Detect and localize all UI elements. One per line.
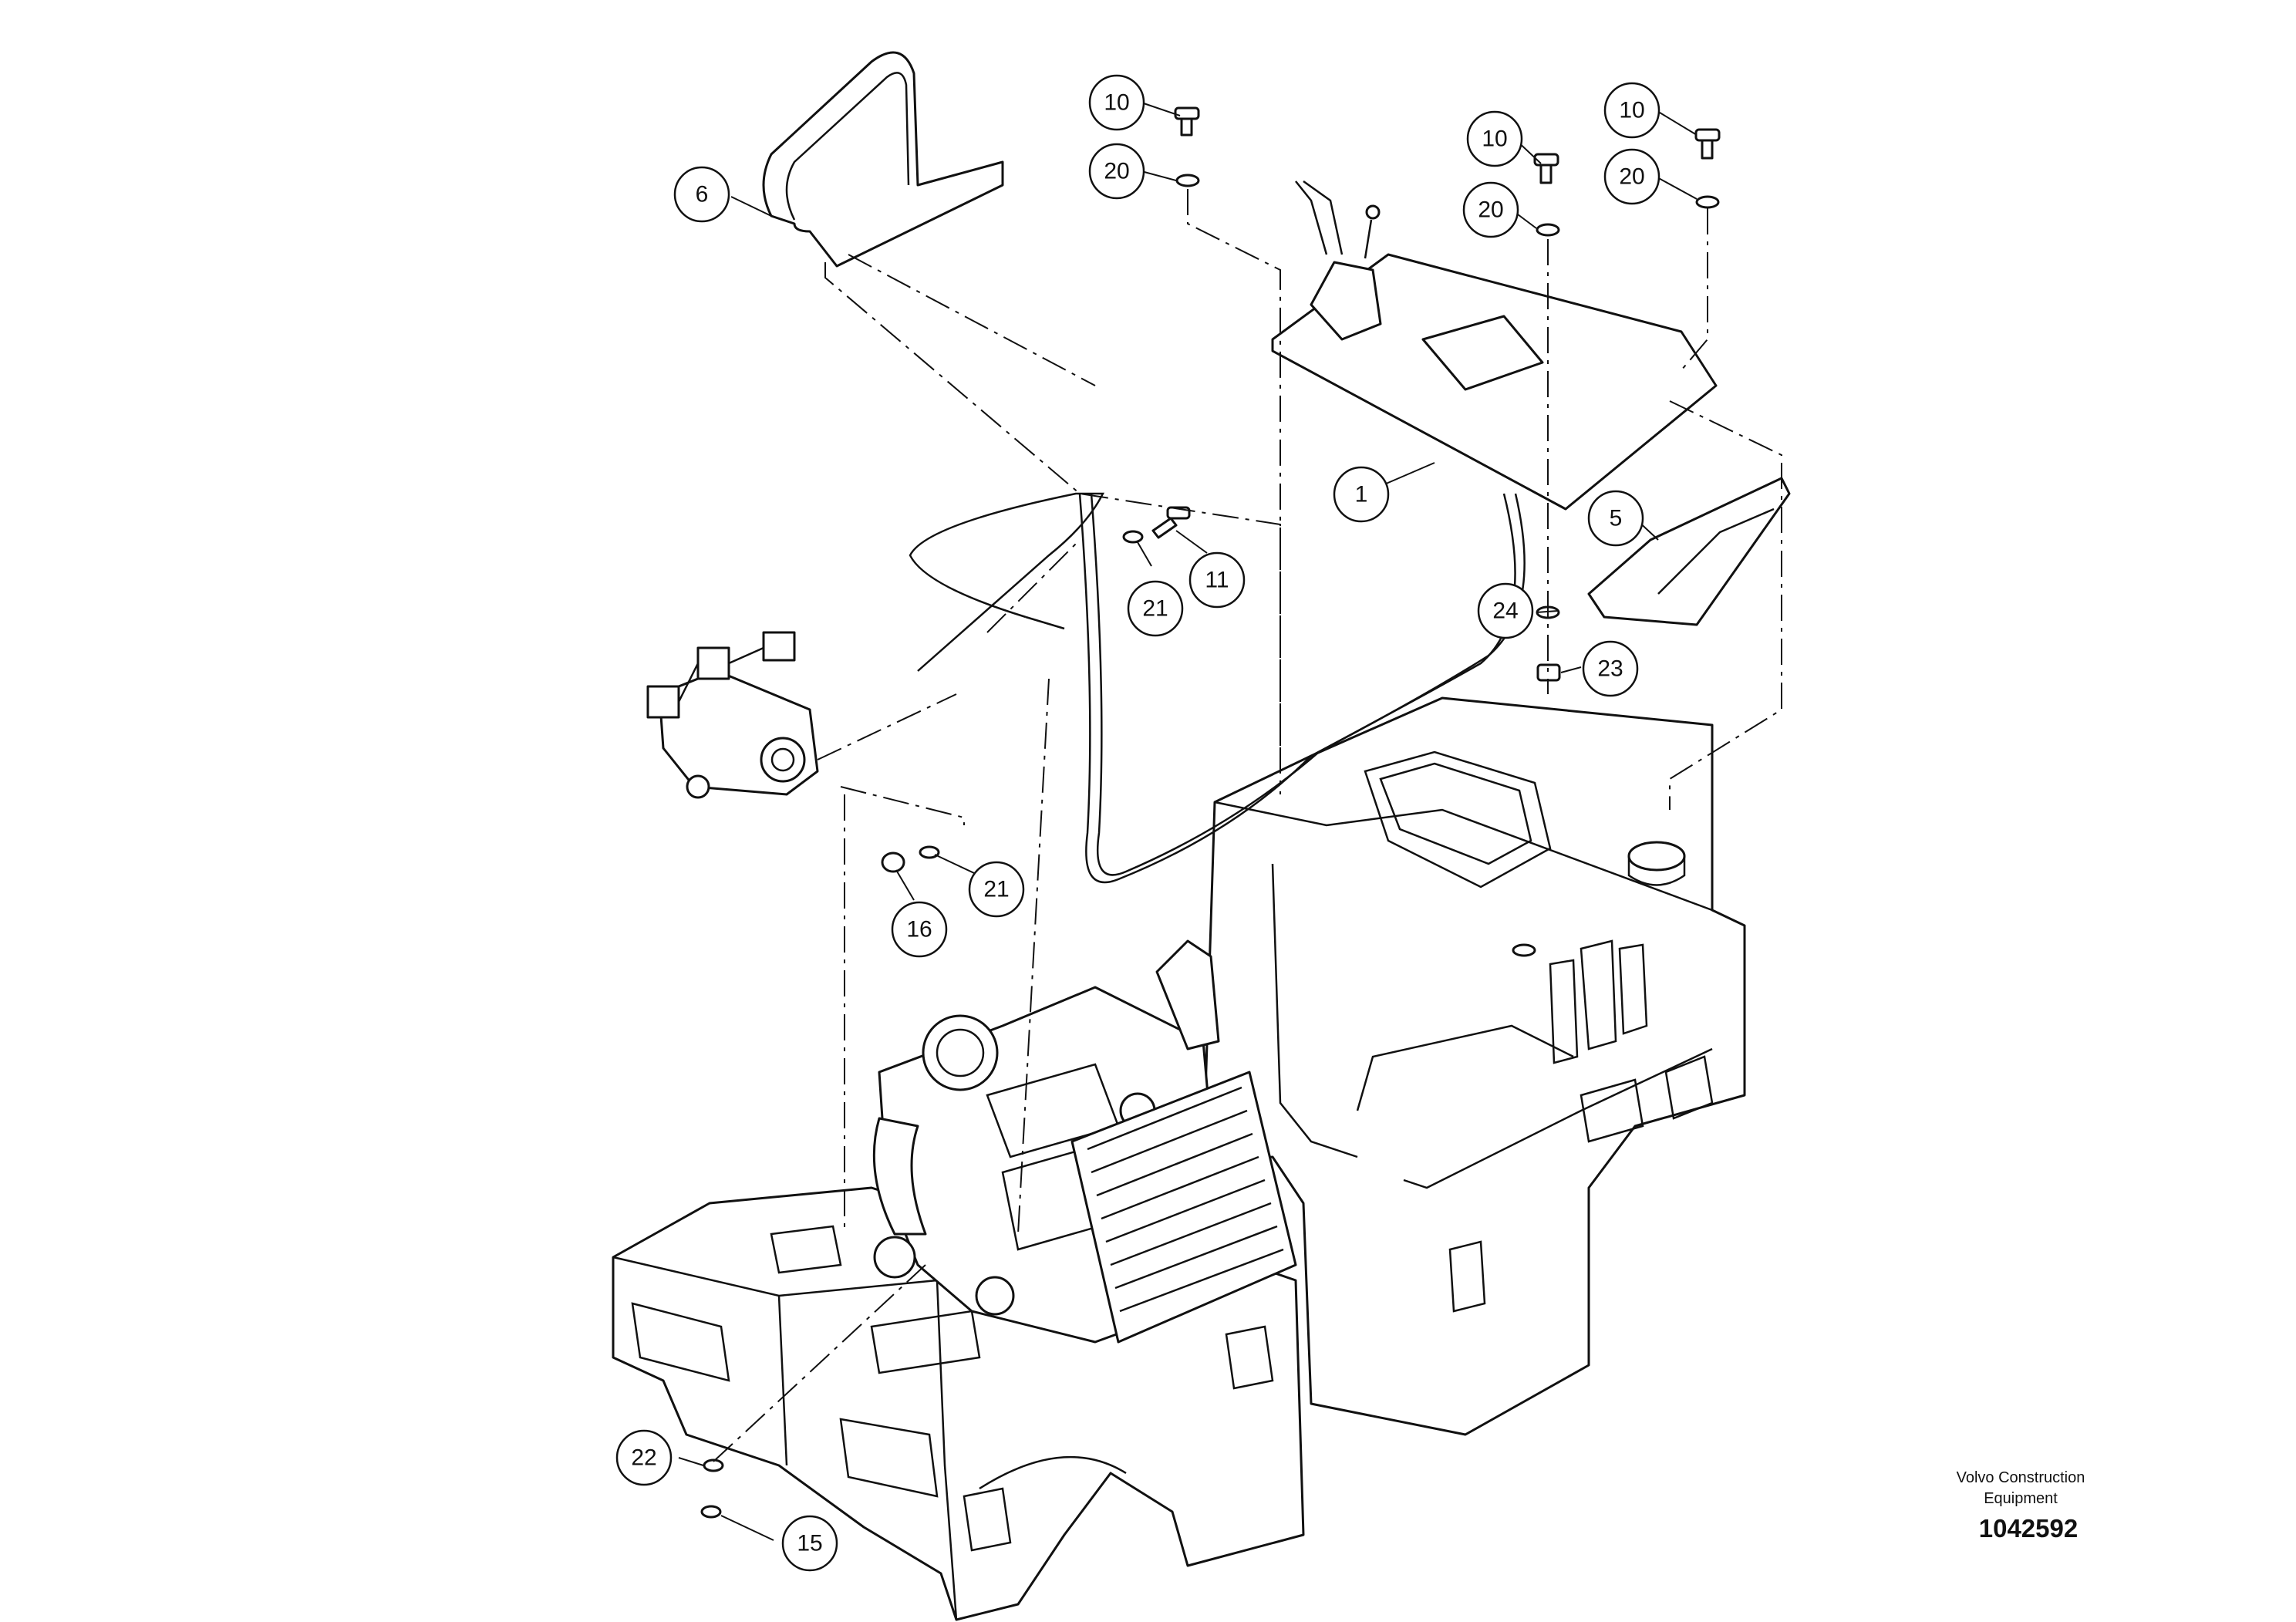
callout-20-left-label: 20	[1104, 159, 1129, 184]
callout-balloons: 6 1 5 10 20 10 20 10 20 11 21 24 23 21 1…	[615, 74, 1660, 1572]
callout-20-middle: 20	[1462, 181, 1519, 238]
radiator	[1070, 1071, 1297, 1344]
handle-part-5	[1587, 477, 1791, 626]
callout-6-label: 6	[696, 182, 709, 207]
handle-part-6	[762, 51, 1004, 268]
callout-10-middle: 10	[1466, 110, 1523, 167]
callout-23: 23	[1582, 640, 1639, 697]
callout-15: 15	[781, 1515, 838, 1572]
callout-1: 1	[1333, 466, 1390, 523]
callout-11-label: 11	[1205, 568, 1229, 593]
callout-20-right: 20	[1603, 148, 1660, 205]
tank-housing	[1202, 696, 1746, 1436]
callout-16: 16	[891, 901, 948, 958]
callout-21-lower: 21	[968, 861, 1025, 918]
fasteners	[700, 106, 1721, 1519]
drawing-number: 1042592	[1978, 1514, 2079, 1543]
callout-5: 5	[1587, 490, 1644, 547]
callout-1-label: 1	[1355, 482, 1368, 508]
callout-10-right-label: 10	[1619, 98, 1644, 123]
callout-10-left-label: 10	[1104, 90, 1129, 116]
callout-24-label: 24	[1492, 599, 1518, 624]
manufacturer-line-1: Volvo Construction	[1956, 1469, 2085, 1486]
callout-21-upper: 21	[1127, 580, 1184, 637]
callout-6: 6	[673, 166, 730, 223]
callout-24: 24	[1477, 582, 1534, 639]
callout-5-label: 5	[1610, 506, 1623, 531]
callout-16-label: 16	[906, 917, 932, 943]
callout-23-label: 23	[1597, 656, 1623, 682]
alignment-lines	[713, 189, 1782, 1462]
callout-10-right: 10	[1603, 82, 1660, 139]
callout-15-label: 15	[797, 1531, 822, 1556]
callout-20-middle-label: 20	[1478, 197, 1503, 223]
callout-20-left: 20	[1088, 143, 1145, 200]
manufacturer-label: Volvo Construction Equipment	[1897, 1468, 2144, 1509]
callout-21-upper-label: 21	[1142, 596, 1168, 622]
control-console	[1271, 180, 1718, 511]
callout-11: 11	[1188, 551, 1246, 609]
callout-22: 22	[615, 1429, 673, 1486]
callout-20-right-label: 20	[1619, 164, 1644, 190]
callout-22-label: 22	[631, 1445, 656, 1471]
callout-10-middle-label: 10	[1482, 126, 1507, 152]
control-cables	[909, 492, 1526, 884]
callout-10-left: 10	[1088, 74, 1145, 131]
manufacturer-line-2: Equipment	[1984, 1490, 2058, 1507]
hydraulic-pump	[646, 631, 819, 799]
callout-21-lower-label: 21	[983, 877, 1009, 902]
